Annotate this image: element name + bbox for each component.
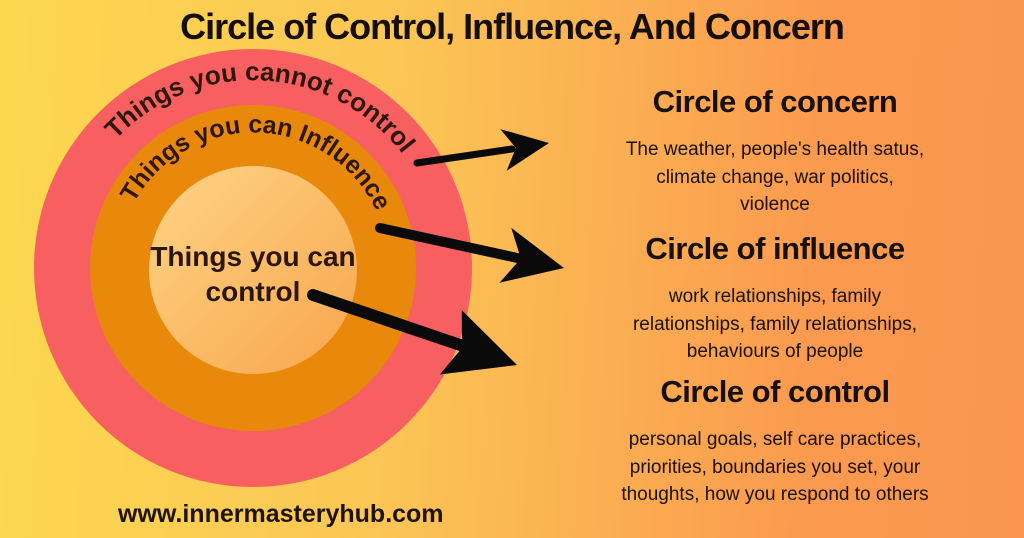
circle-control-core <box>149 166 357 374</box>
section-concern-heading: Circle of concern <box>652 84 898 119</box>
section-control-body: personal goals, self care practices, pri… <box>540 426 1010 509</box>
body-line: The weather, people's health satus, <box>625 139 925 160</box>
section-concern: Circle of concern The weather, people's … <box>540 84 1010 219</box>
arrow-to-concern <box>413 129 549 171</box>
arrowhead-concern <box>500 129 549 171</box>
body-line: personal goals, self care practices, <box>628 429 922 450</box>
inner-circle-label-line1: Things you can <box>150 241 355 272</box>
body-line: priorities, boundaries you set, your <box>629 456 921 478</box>
section-influence-heading: Circle of influence <box>645 231 905 266</box>
body-line: violence <box>740 194 810 215</box>
body-line: climate change, war politics, <box>656 166 894 188</box>
section-influence-body: work relationships, family relationships… <box>540 283 1010 366</box>
body-line: relationships, family relationships, <box>632 313 918 335</box>
inner-circle-label-line2: control <box>206 276 301 307</box>
arrowhead-influence <box>499 227 564 283</box>
page-title: Circle of Control, Influence, And Concer… <box>180 6 845 47</box>
body-line: thoughts, how you respond to others <box>621 484 929 505</box>
body-line: behaviours of people <box>686 341 864 362</box>
section-concern-body: The weather, people's health satus, clim… <box>540 136 1010 219</box>
website-url: www.innermasteryhub.com <box>118 500 444 528</box>
body-line: work relationships, family <box>668 286 882 307</box>
arrow-to-influence <box>375 223 564 283</box>
section-control-heading: Circle of control <box>660 374 890 409</box>
section-influence: Circle of influence work relationships, … <box>540 231 1010 366</box>
definitions-panel: Circle of concern The weather, people's … <box>540 0 1010 538</box>
section-control: Circle of control personal goals, self c… <box>540 374 1010 509</box>
arrow-to-control <box>307 289 517 375</box>
arrowhead-control <box>439 310 517 375</box>
